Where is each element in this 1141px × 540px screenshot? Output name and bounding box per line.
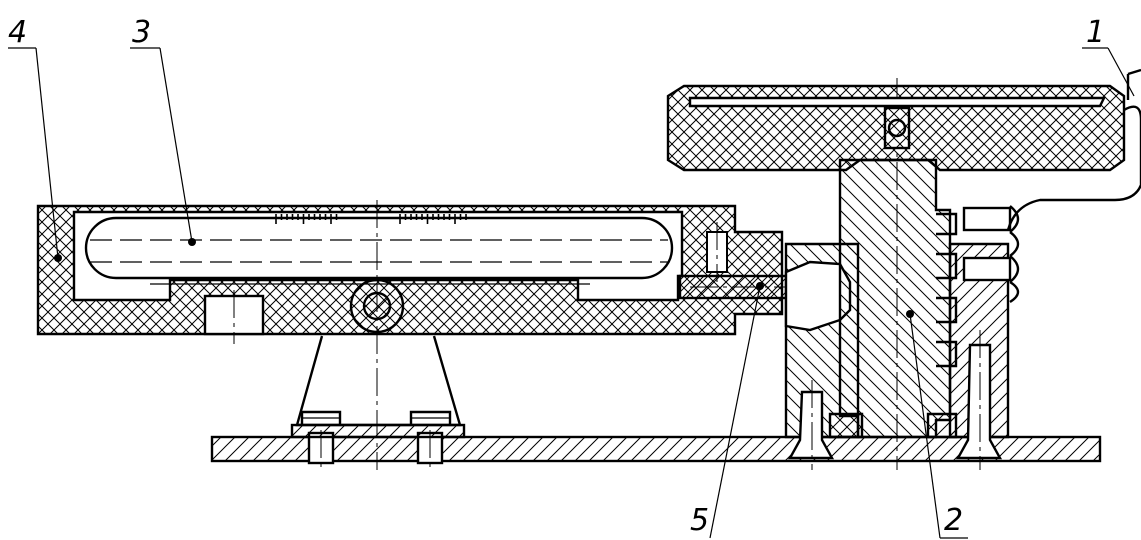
housing-part-4: [36, 204, 784, 344]
scale-glass-part-3: [84, 214, 674, 285]
scale-ticks: [275, 214, 467, 224]
shaft-part-5: [678, 274, 800, 300]
callout-3: 3: [132, 15, 151, 50]
callout-2: 2: [944, 503, 963, 538]
callout-4: 4: [8, 15, 27, 50]
stand: [290, 335, 466, 439]
pivot: [349, 200, 405, 470]
leader-lines: [8, 47, 1135, 539]
handwheel-part-1: [666, 68, 1141, 231]
callout-1: 1: [1086, 15, 1105, 50]
bottom-bolts: [787, 330, 1003, 470]
callout-5: 5: [690, 503, 709, 538]
